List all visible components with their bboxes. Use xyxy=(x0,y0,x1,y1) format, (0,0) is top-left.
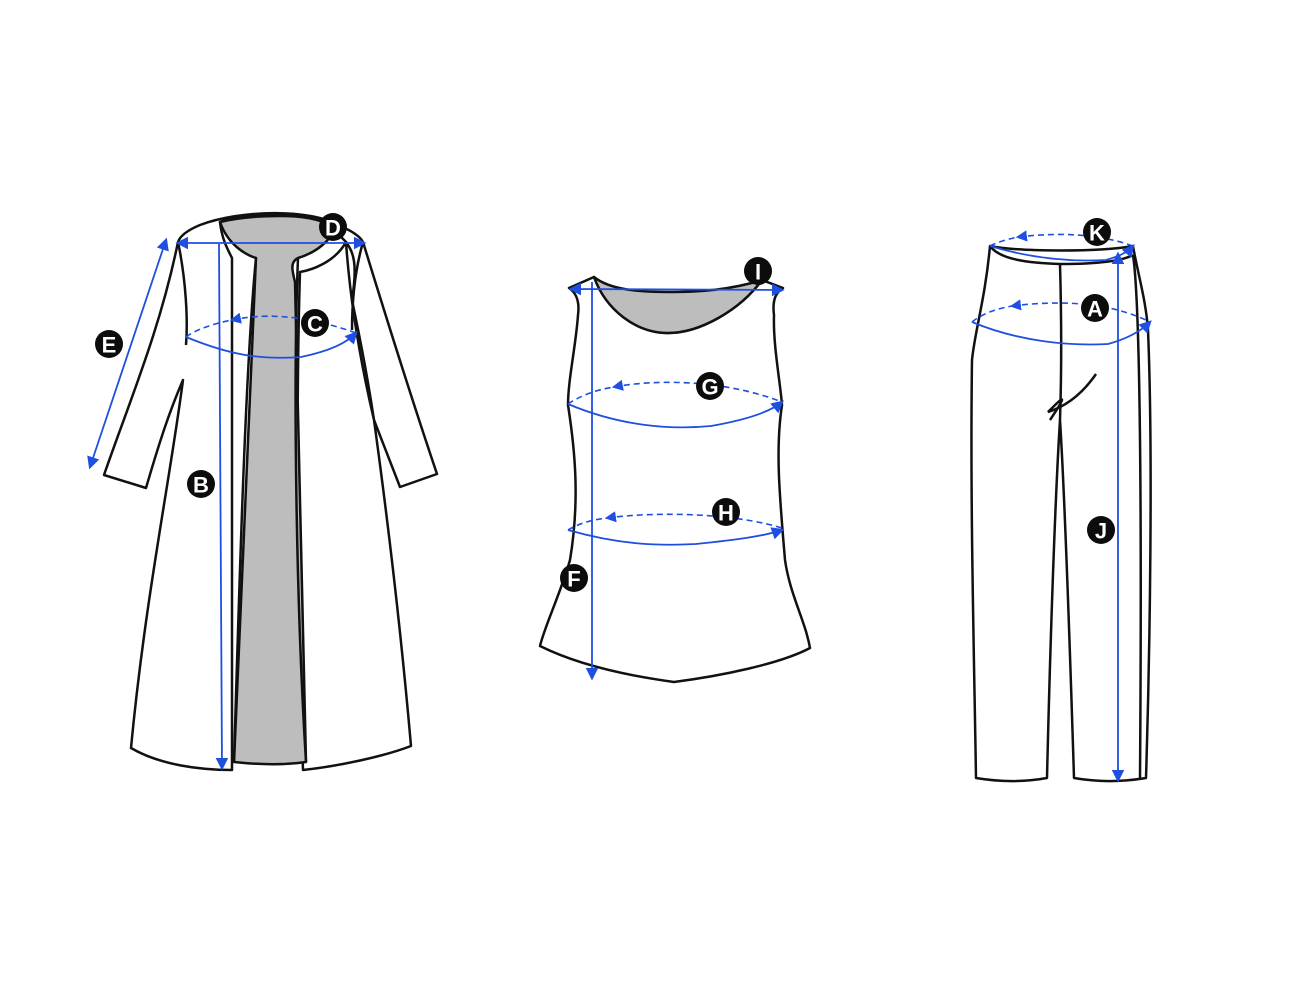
pants-drawing xyxy=(970,244,1152,783)
marker-e-label: E xyxy=(102,333,117,358)
marker-c: C xyxy=(301,309,329,337)
coat-left-front-edge xyxy=(232,257,258,763)
marker-a-label: A xyxy=(1087,297,1103,322)
marker-b-label: B xyxy=(193,473,209,498)
measure-dash-c-left xyxy=(185,319,233,338)
tank-top-drawing xyxy=(538,275,812,684)
measure-line-b xyxy=(215,243,229,771)
tank-top-outline xyxy=(538,275,812,684)
measure-dash-k-left xyxy=(989,236,1019,247)
marker-h-label: H xyxy=(718,501,734,526)
marker-j: J xyxy=(1087,516,1115,544)
marker-g: G xyxy=(696,372,724,400)
marker-d: D xyxy=(319,213,347,241)
measurement-markers: E B D C I G H F xyxy=(95,213,1115,592)
pants-crotch-line xyxy=(1058,263,1063,421)
marker-b: B xyxy=(187,470,215,498)
coat-right-armhole xyxy=(350,241,365,331)
marker-i-label: I xyxy=(755,260,761,285)
marker-h: H xyxy=(712,498,740,526)
marker-i: I xyxy=(744,257,772,285)
measure-line-k xyxy=(989,244,1135,262)
marker-f-label: F xyxy=(567,567,580,592)
pants-zip-stitch xyxy=(1047,373,1098,421)
measure-dash-g-left xyxy=(567,386,615,405)
marker-k: K xyxy=(1083,218,1111,246)
long-coat-drawing xyxy=(102,211,439,772)
marker-e: E xyxy=(95,330,123,358)
measure-dash-h xyxy=(604,511,783,529)
measure-dash-h-left xyxy=(567,517,608,531)
measure-dash-k xyxy=(1015,230,1134,247)
marker-d-label: D xyxy=(325,216,341,241)
marker-c-label: C xyxy=(307,312,323,337)
marker-a: A xyxy=(1081,294,1109,322)
measure-dash-g xyxy=(611,379,783,403)
measurement-lines xyxy=(87,230,1152,783)
measure-line-h xyxy=(567,527,785,546)
measure-line-c xyxy=(185,331,358,359)
measure-line-i xyxy=(568,282,785,297)
coat-right-front-edge xyxy=(294,257,308,763)
measure-line-g xyxy=(567,400,784,429)
marker-f: F xyxy=(560,564,588,592)
coat-inner-lining xyxy=(218,214,338,766)
measure-dash-c xyxy=(229,312,357,334)
measure-line-a xyxy=(971,320,1152,346)
measure-line-e xyxy=(87,237,169,470)
marker-j-label: J xyxy=(1095,519,1107,544)
marker-g-label: G xyxy=(701,375,718,400)
pants-right-side-seam xyxy=(1131,254,1142,779)
marker-k-label: K xyxy=(1089,221,1105,246)
measure-dash-a-left xyxy=(971,305,1013,323)
